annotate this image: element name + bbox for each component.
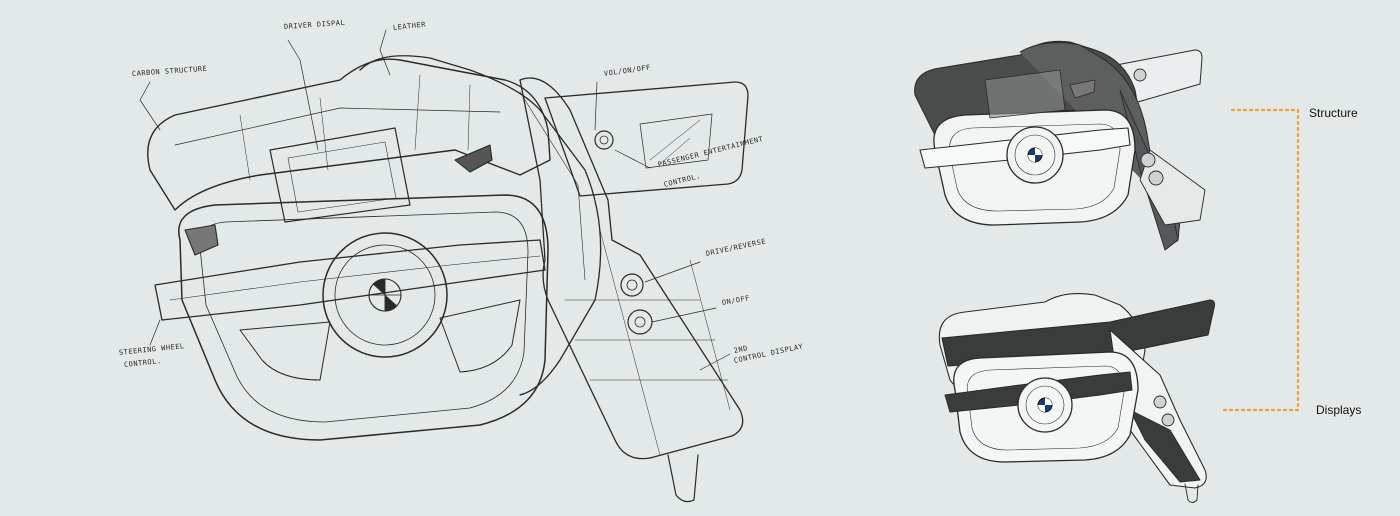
legend-structure: Structure bbox=[1309, 106, 1358, 120]
wheel-rim bbox=[178, 194, 549, 441]
control-arm bbox=[519, 77, 744, 460]
driver-display-sketch bbox=[269, 127, 411, 223]
display-variant-sketch bbox=[938, 293, 1216, 503]
structure-variant-sketch bbox=[914, 40, 1206, 251]
leather-spine bbox=[359, 55, 602, 396]
wheel-hub bbox=[322, 232, 448, 358]
carbon-structure bbox=[147, 58, 551, 211]
display-band-shaded bbox=[941, 299, 1216, 367]
main-steering-sketch bbox=[139, 29, 749, 503]
legend-displays: Displays bbox=[1316, 403, 1362, 417]
variant-bracket bbox=[1218, 108, 1300, 412]
passenger-display-panel bbox=[544, 81, 749, 197]
